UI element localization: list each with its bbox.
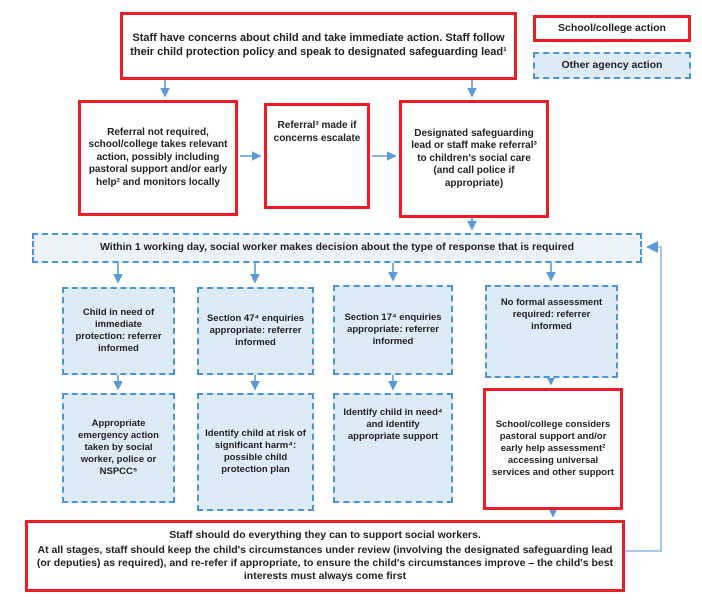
box-support-social-workers-line1: Staff should do everything they can to s… [169, 528, 481, 541]
box-no-formal-assessment-text: No formal assessment required: referrer … [500, 297, 603, 332]
legend-other-agency-action: Other agency action [533, 52, 691, 79]
feedback-loop-line [625, 241, 662, 552]
box-pastoral-support: School/college considers pastoral suppor… [483, 388, 623, 510]
legend-school-label: School/college action [558, 21, 666, 34]
box-referral-not-required: Referral not required, school/college ta… [78, 100, 238, 216]
box-pastoral-support-text: School/college considers pastoral suppor… [492, 419, 614, 478]
box-staff-concerns-text: Staff have concerns about child and take… [130, 32, 507, 58]
box-emergency-action: Appropriate emergency action taken by so… [62, 393, 175, 503]
box-immediate-protection-text: Child in need of immediate protection: r… [75, 307, 162, 354]
box-section-47-text: Section 47⁴ enquiries appropriate: refer… [206, 313, 305, 348]
box-significant-harm: Identify child at risk of significant ha… [197, 393, 314, 511]
legend-agency-label: Other agency action [561, 58, 663, 71]
box-staff-concerns: Staff have concerns about child and take… [120, 12, 517, 80]
box-significant-harm-text: Identify child at risk of significant ha… [205, 428, 306, 475]
box-referral-made: Referral³ made if concerns escalate [264, 103, 370, 209]
box-social-worker-decision-text: Within 1 working day, social worker make… [99, 241, 575, 254]
box-dsl-referral-text: Designated safeguarding lead or staff ma… [411, 127, 537, 189]
box-referral-made-text: Referral³ made if concerns escalate [273, 120, 361, 144]
box-child-in-need: Identify child in need⁴ and identify app… [333, 393, 453, 503]
box-social-worker-decision: Within 1 working day, social worker make… [32, 233, 642, 263]
box-section-17-text: Section 17⁴ enquiries appropriate: refer… [344, 312, 442, 347]
box-support-social-workers-line2: At all stages, staff should keep the chi… [36, 543, 614, 583]
box-emergency-action-text: Appropriate emergency action taken by so… [78, 418, 159, 477]
box-support-social-workers: Staff should do everything they can to s… [25, 520, 625, 592]
box-referral-not-required-text: Referral not required, school/college ta… [88, 126, 228, 188]
box-no-formal-assessment: No formal assessment required: referrer … [485, 285, 618, 378]
box-section-17: Section 17⁴ enquiries appropriate: refer… [333, 285, 453, 375]
box-child-in-need-text: Identify child in need⁴ and identify app… [343, 407, 443, 442]
legend-school-college-action: School/college action [533, 15, 691, 42]
box-section-47: Section 47⁴ enquiries appropriate: refer… [197, 287, 314, 375]
box-immediate-protection: Child in need of immediate protection: r… [62, 287, 175, 375]
box-dsl-referral: Designated safeguarding lead or staff ma… [399, 100, 549, 218]
